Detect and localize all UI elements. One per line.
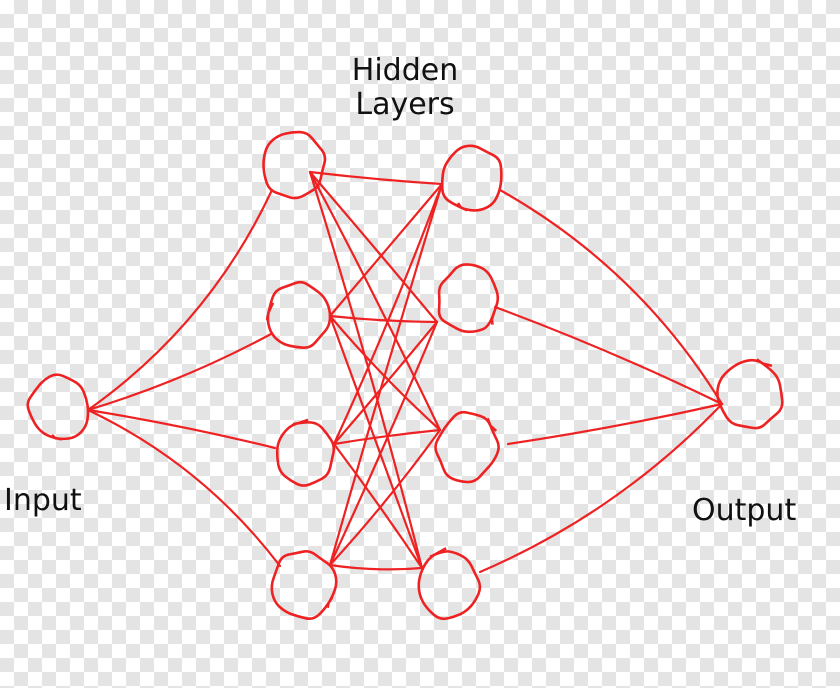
hidden1-node-1 [262,130,327,200]
edge-hidden1-node-3-to-hidden2-node-4 [332,442,424,570]
edge-hidden1-node-3-to-hidden2-node-2 [332,320,439,446]
edge-hidden1-node-2-to-hidden2-node-3 [328,314,442,432]
output-label: Output [692,493,797,528]
edge-hidden1-node-2-to-hidden2-node-4 [328,314,424,570]
edge-hidden2-node-4-to-output-node [478,402,724,574]
nodes [26,130,784,621]
input-label: Input [4,483,82,518]
hidden2-node-4 [417,547,482,621]
edge-hidden1-node-4-to-hidden2-node-2 [328,320,439,567]
output-node [716,358,784,430]
connections [86,170,724,574]
edge-input-node-to-hidden1-node-3 [86,408,277,450]
input-node [26,373,90,441]
hidden-layers-label-line1: Hidden [351,53,459,88]
hidden2-node-2 [437,263,500,334]
edge-hidden1-node-1-to-hidden2-node-4 [308,170,424,570]
edge-hidden1-node-2-to-hidden2-node-2 [328,314,439,324]
edge-input-node-to-hidden1-node-2 [86,332,273,412]
edge-hidden1-node-1-to-hidden2-node-1 [308,170,444,186]
edge-hidden1-node-4-to-hidden2-node-1 [328,182,444,567]
edge-hidden1-node-1-to-hidden2-node-3 [308,170,442,432]
hidden2-node-1 [440,144,503,212]
hidden1-node-3 [275,418,336,487]
hidden2-node-3 [434,410,500,484]
edge-hidden2-node-1-to-output-node [498,188,724,406]
hidden-layers-label: Hidden Layers [320,54,490,122]
hidden-layers-label-line2: Layers [355,87,455,122]
edge-hidden2-node-2-to-output-node [493,305,724,406]
edge-hidden1-node-3-to-hidden2-node-1 [332,182,444,446]
edge-input-node-to-hidden1-node-4 [86,408,282,568]
edge-hidden1-node-4-to-hidden2-node-4 [328,563,424,571]
edge-hidden1-node-1-to-hidden2-node-2 [308,170,439,324]
edge-input-node-to-hidden1-node-1 [86,188,274,412]
edge-hidden1-node-2-to-hidden2-node-1 [328,182,444,318]
hidden1-node-4 [270,550,338,621]
edge-hidden2-node-3-to-output-node [506,402,724,446]
edge-hidden1-node-4-to-hidden2-node-3 [328,428,442,567]
hidden1-node-2 [265,280,332,350]
